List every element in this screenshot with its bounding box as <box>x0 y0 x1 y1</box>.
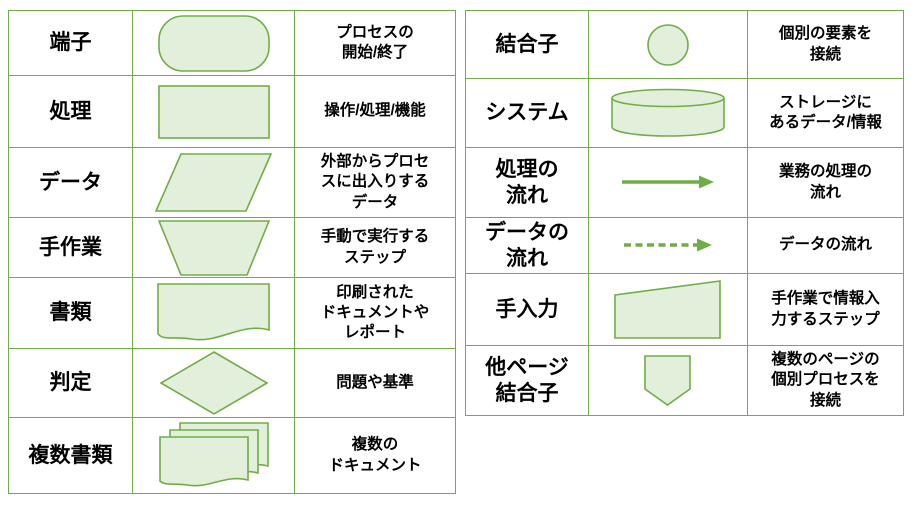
shape-cell <box>588 10 748 79</box>
table-row: 手作業 手動で実行する ステップ <box>8 217 456 278</box>
symbol-description: プロセスの 開始/終了 <box>294 10 456 76</box>
symbol-name: 端子 <box>8 10 133 76</box>
shape-cell <box>132 217 295 278</box>
symbol-description: 外部からプロセ スに出入りする データ <box>294 147 456 218</box>
shape-cell <box>132 417 295 494</box>
symbol-description: データの流れ <box>747 217 904 274</box>
symbol-description: 手動で実行する ステップ <box>294 217 456 278</box>
shape-cell <box>132 348 295 418</box>
table-row: 複数書類 複数の ドキュメント <box>8 417 456 494</box>
symbol-name: 処理の 流れ <box>465 147 589 218</box>
process-icon <box>157 84 270 139</box>
table-row: 判定 問題や基準 <box>8 348 456 418</box>
shape-cell <box>588 273 748 346</box>
shape-cell <box>588 78 748 148</box>
shape-cell <box>132 147 295 218</box>
off-page-connector-icon <box>644 354 692 406</box>
symbol-name: データ <box>8 147 133 218</box>
symbol-description: ストレージに あるデータ/情報 <box>747 78 904 148</box>
symbol-name: 処理 <box>8 75 133 148</box>
symbol-name: 結合子 <box>465 10 589 79</box>
manual-input-icon <box>614 279 722 339</box>
symbol-name: システム <box>465 78 589 148</box>
symbol-description: 問題や基準 <box>294 348 456 418</box>
database-cylinder-icon <box>611 88 725 137</box>
manual-operation-icon <box>157 219 270 276</box>
symbol-description: 複数の ドキュメント <box>294 417 456 494</box>
shape-cell <box>132 277 295 349</box>
symbol-name: 複数書類 <box>8 417 133 494</box>
symbol-description: 操作/処理/機能 <box>294 75 456 148</box>
table-row: システム ストレージに あるデータ/情報 <box>465 78 904 148</box>
symbol-description: 業務の処理の 流れ <box>747 147 904 218</box>
solid-arrow-icon <box>620 174 716 191</box>
table-row: 手入力 手作業で情報入 力するステップ <box>465 273 904 346</box>
table-row: 処理の 流れ 業務の処理の 流れ <box>465 147 904 218</box>
table-row: 他ページ 結合子 複数のページの 個別プロセスを 接続 <box>465 345 904 416</box>
multi-document-icon <box>158 421 269 486</box>
legend-table-left: 端子 プロセスの 開始/終了 処理 操作/処理/機能 データ 外部からプロセ ス… <box>8 10 456 494</box>
symbol-description: 複数のページの 個別プロセスを 接続 <box>747 345 904 416</box>
shape-cell <box>588 217 748 274</box>
data-parallelogram-icon <box>155 153 272 212</box>
shape-cell <box>132 75 295 148</box>
dashed-arrow-icon <box>622 237 714 254</box>
shape-cell <box>588 147 748 218</box>
symbol-name: 他ページ 結合子 <box>465 345 589 416</box>
symbol-name: 判定 <box>8 348 133 418</box>
table-row: 結合子 個別の要素を 接続 <box>465 10 904 79</box>
legend-table-right: 結合子 個別の要素を 接続 システム ストレージに あるデータ/情報 処理の 流… <box>465 10 904 416</box>
symbol-description: 印刷された ドキュメントや レポート <box>294 277 456 349</box>
table-row: 書類 印刷された ドキュメントや レポート <box>8 277 456 349</box>
symbol-name: 手作業 <box>8 217 133 278</box>
symbol-name: データの 流れ <box>465 217 589 274</box>
terminator-icon <box>157 14 270 72</box>
table-row: データの 流れ データの流れ <box>465 217 904 274</box>
shape-cell <box>588 345 748 416</box>
shape-cell <box>132 10 295 76</box>
symbol-description: 個別の要素を 接続 <box>747 10 904 79</box>
connector-circle-icon <box>646 23 690 66</box>
table-row: 処理 操作/処理/機能 <box>8 75 456 148</box>
table-row: データ 外部からプロセ スに出入りする データ <box>8 147 456 218</box>
document-icon <box>157 283 270 341</box>
table-row: 端子 プロセスの 開始/終了 <box>8 10 456 76</box>
decision-diamond-icon <box>159 351 268 415</box>
symbol-name: 書類 <box>8 277 133 349</box>
symbol-description: 手作業で情報入 力するステップ <box>747 273 904 346</box>
symbol-name: 手入力 <box>465 273 589 346</box>
